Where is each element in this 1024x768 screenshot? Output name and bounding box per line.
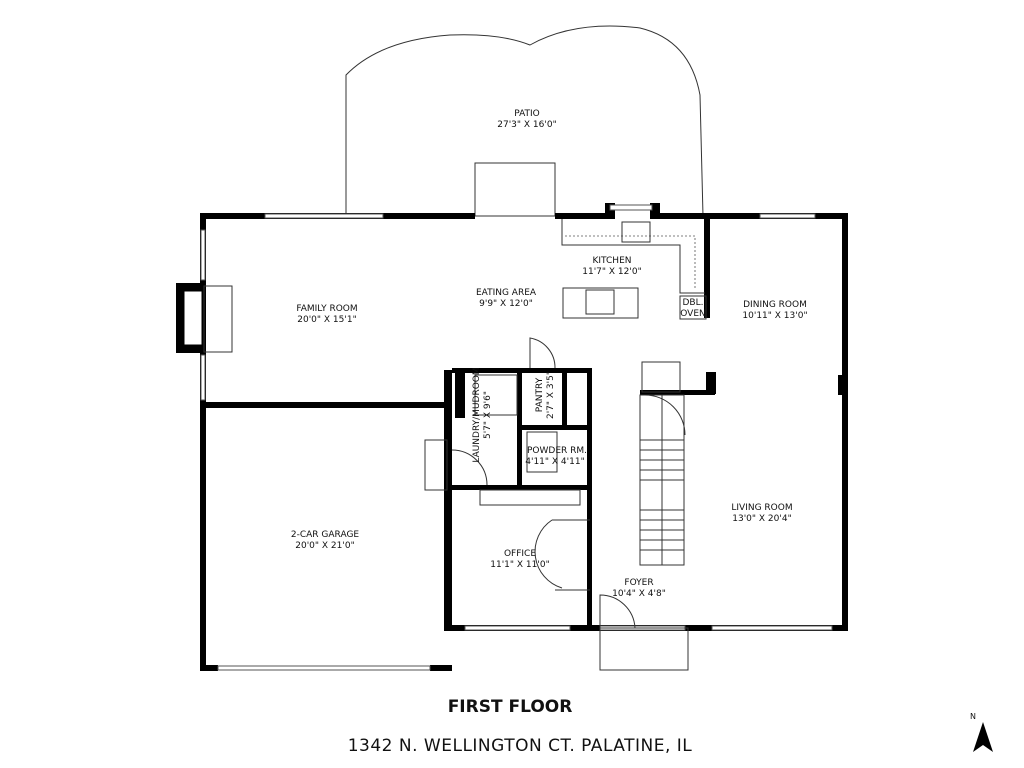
kitchen-counter	[561, 219, 705, 294]
room-name: LAUNDRY/MUDROOM	[472, 367, 482, 462]
oven-label: OVEN	[680, 309, 706, 319]
patio-outline	[345, 25, 704, 217]
room-name: OFFICE	[504, 549, 536, 559]
room-dims: 27'3" X 16'0"	[497, 120, 556, 130]
room-name: PANTRY	[535, 377, 545, 412]
room-dims: 4'11" X 4'11"	[525, 457, 584, 467]
room-name: PATIO	[514, 109, 540, 119]
upper-cabinets	[565, 235, 696, 290]
room-labels: PATIO 27'3" X 16'0" KITCHEN 11'7" X 12'0…	[291, 109, 808, 599]
address: 1342 N. WELLINGTON CT. PALATINE, IL	[347, 736, 693, 756]
doors	[424, 337, 689, 671]
room-name: POWDER RM.	[527, 446, 587, 456]
room-dims: 13'0" X 20'4"	[732, 514, 791, 524]
room-dims: 9'9" X 12'0"	[479, 299, 533, 309]
kitchen-island	[562, 287, 639, 319]
oven-label: DBL.	[683, 298, 704, 308]
windows	[200, 204, 833, 671]
room-dims: 2'7" X 3'5"	[546, 371, 556, 419]
room-dims: 20'0" X 15'1"	[297, 315, 356, 325]
room-dims: 5'7" X 9'6"	[483, 391, 493, 439]
room-dims: 11'1" X 11'0"	[490, 560, 549, 570]
room-name: EATING AREA	[476, 288, 537, 298]
stairs	[639, 394, 685, 566]
floor-title: FIRST FLOOR	[447, 697, 573, 717]
kitchen-sink	[621, 221, 651, 243]
room-name: FOYER	[624, 578, 653, 588]
room-dims: 10'4" X 4'8"	[612, 589, 666, 599]
north-arrow-icon	[973, 722, 993, 752]
compass-label: N	[970, 712, 976, 721]
room-dims: 11'7" X 12'0"	[582, 267, 641, 277]
room-name: 2-CAR GARAGE	[291, 530, 360, 540]
room-name: KITCHEN	[593, 256, 632, 266]
cooktop	[585, 289, 615, 315]
room-name: LIVING ROOM	[731, 503, 792, 513]
room-dims: 10'11" X 13'0"	[742, 311, 807, 321]
walls	[176, 203, 848, 671]
closet	[641, 361, 681, 393]
patio-step	[474, 162, 556, 217]
room-dims: 20'0" X 21'0"	[295, 541, 354, 551]
room-name: FAMILY ROOM	[296, 304, 357, 314]
double-oven	[679, 295, 707, 320]
room-name: DINING ROOM	[743, 300, 807, 310]
